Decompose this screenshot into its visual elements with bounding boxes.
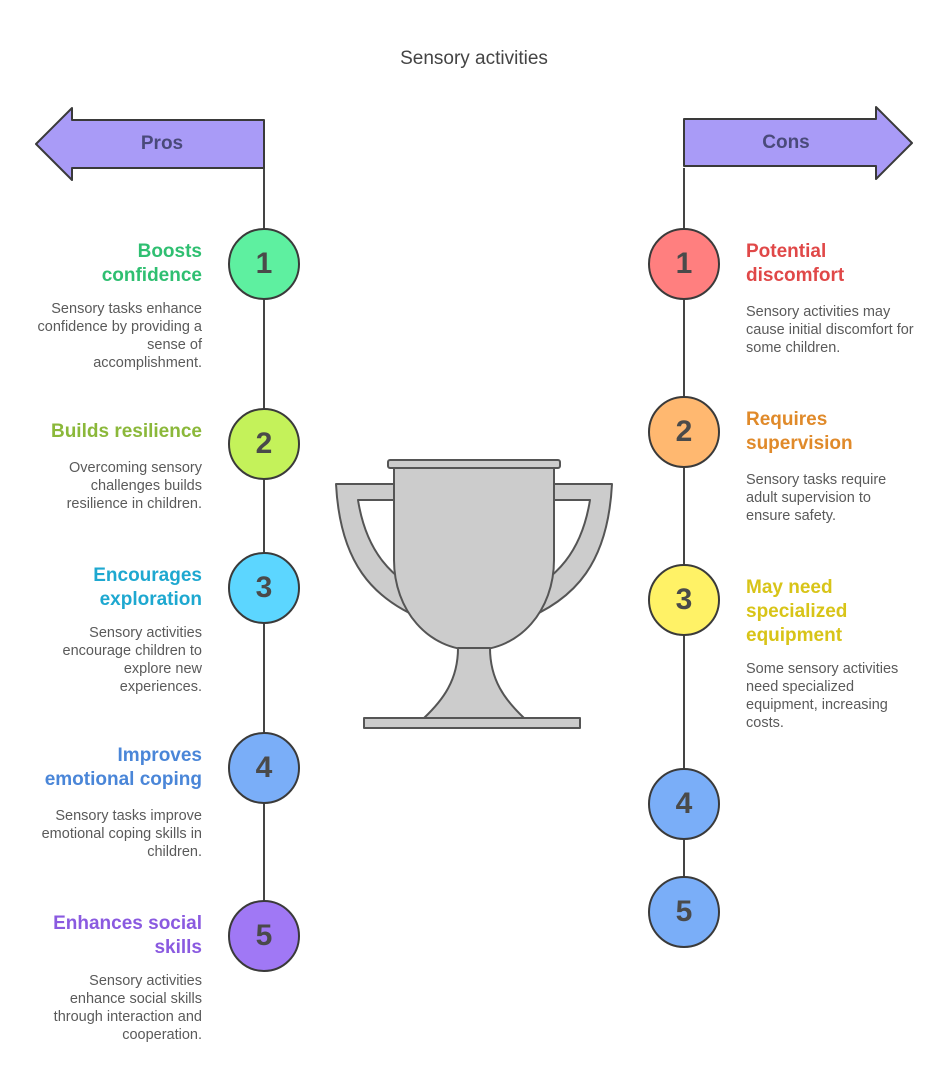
trophy-icon <box>335 459 613 729</box>
pros-description: Overcoming sensory challenges builds res… <box>66 460 202 512</box>
cons-heading: Requires supervision <box>746 409 853 454</box>
cons-circle <box>648 396 720 468</box>
pros-label: Pros <box>140 133 184 154</box>
pros-description: Sensory activities enhance social skills… <box>53 973 202 1043</box>
pros-description: Sensory activities encourage children to… <box>62 625 202 695</box>
pros-number: 3 <box>255 571 273 604</box>
diagram-title: Sensory activities <box>400 48 548 69</box>
pros-circle <box>228 732 300 804</box>
pros-circle <box>228 552 300 624</box>
pros-heading: Builds resilience <box>50 421 202 442</box>
cons-heading: Potential discomfort <box>746 241 845 286</box>
cons-number: 1 <box>675 247 693 280</box>
cons-description: Some sensory activities need specialized… <box>746 661 899 731</box>
pros-circle <box>228 228 300 300</box>
cons-description: Sensory activities may cause initial dis… <box>746 304 914 356</box>
pros-description: Sensory tasks enhance confidence by prov… <box>37 301 202 371</box>
cons-number: 5 <box>675 895 693 928</box>
cons-number: 2 <box>675 415 693 448</box>
pros-heading: Encourages exploration <box>93 565 202 610</box>
cons-label: Cons <box>762 132 810 153</box>
cons-number: 4 <box>675 787 693 820</box>
cons-arrow <box>683 106 913 180</box>
pros-number: 1 <box>255 247 273 280</box>
pros-heading: Improves emotional coping <box>44 745 202 790</box>
pros-number: 2 <box>255 427 273 460</box>
cons-circle <box>648 564 720 636</box>
cons-description: Sensory tasks require adult supervision … <box>746 472 887 524</box>
pros-circle <box>228 408 300 480</box>
pros-arrow <box>35 107 265 181</box>
pros-heading: Enhances social skills <box>53 913 202 958</box>
pros-number: 4 <box>255 751 273 784</box>
cons-number: 3 <box>675 583 693 616</box>
cons-circle <box>648 228 720 300</box>
cons-heading: May need specialized equipment <box>746 577 848 646</box>
cons-circle <box>648 876 720 948</box>
pros-description: Sensory tasks improve emotional coping s… <box>41 808 202 860</box>
pros-circle <box>228 900 300 972</box>
cons-circle <box>648 768 720 840</box>
pros-number: 5 <box>255 919 273 952</box>
pros-heading: Boosts confidence <box>101 241 202 286</box>
